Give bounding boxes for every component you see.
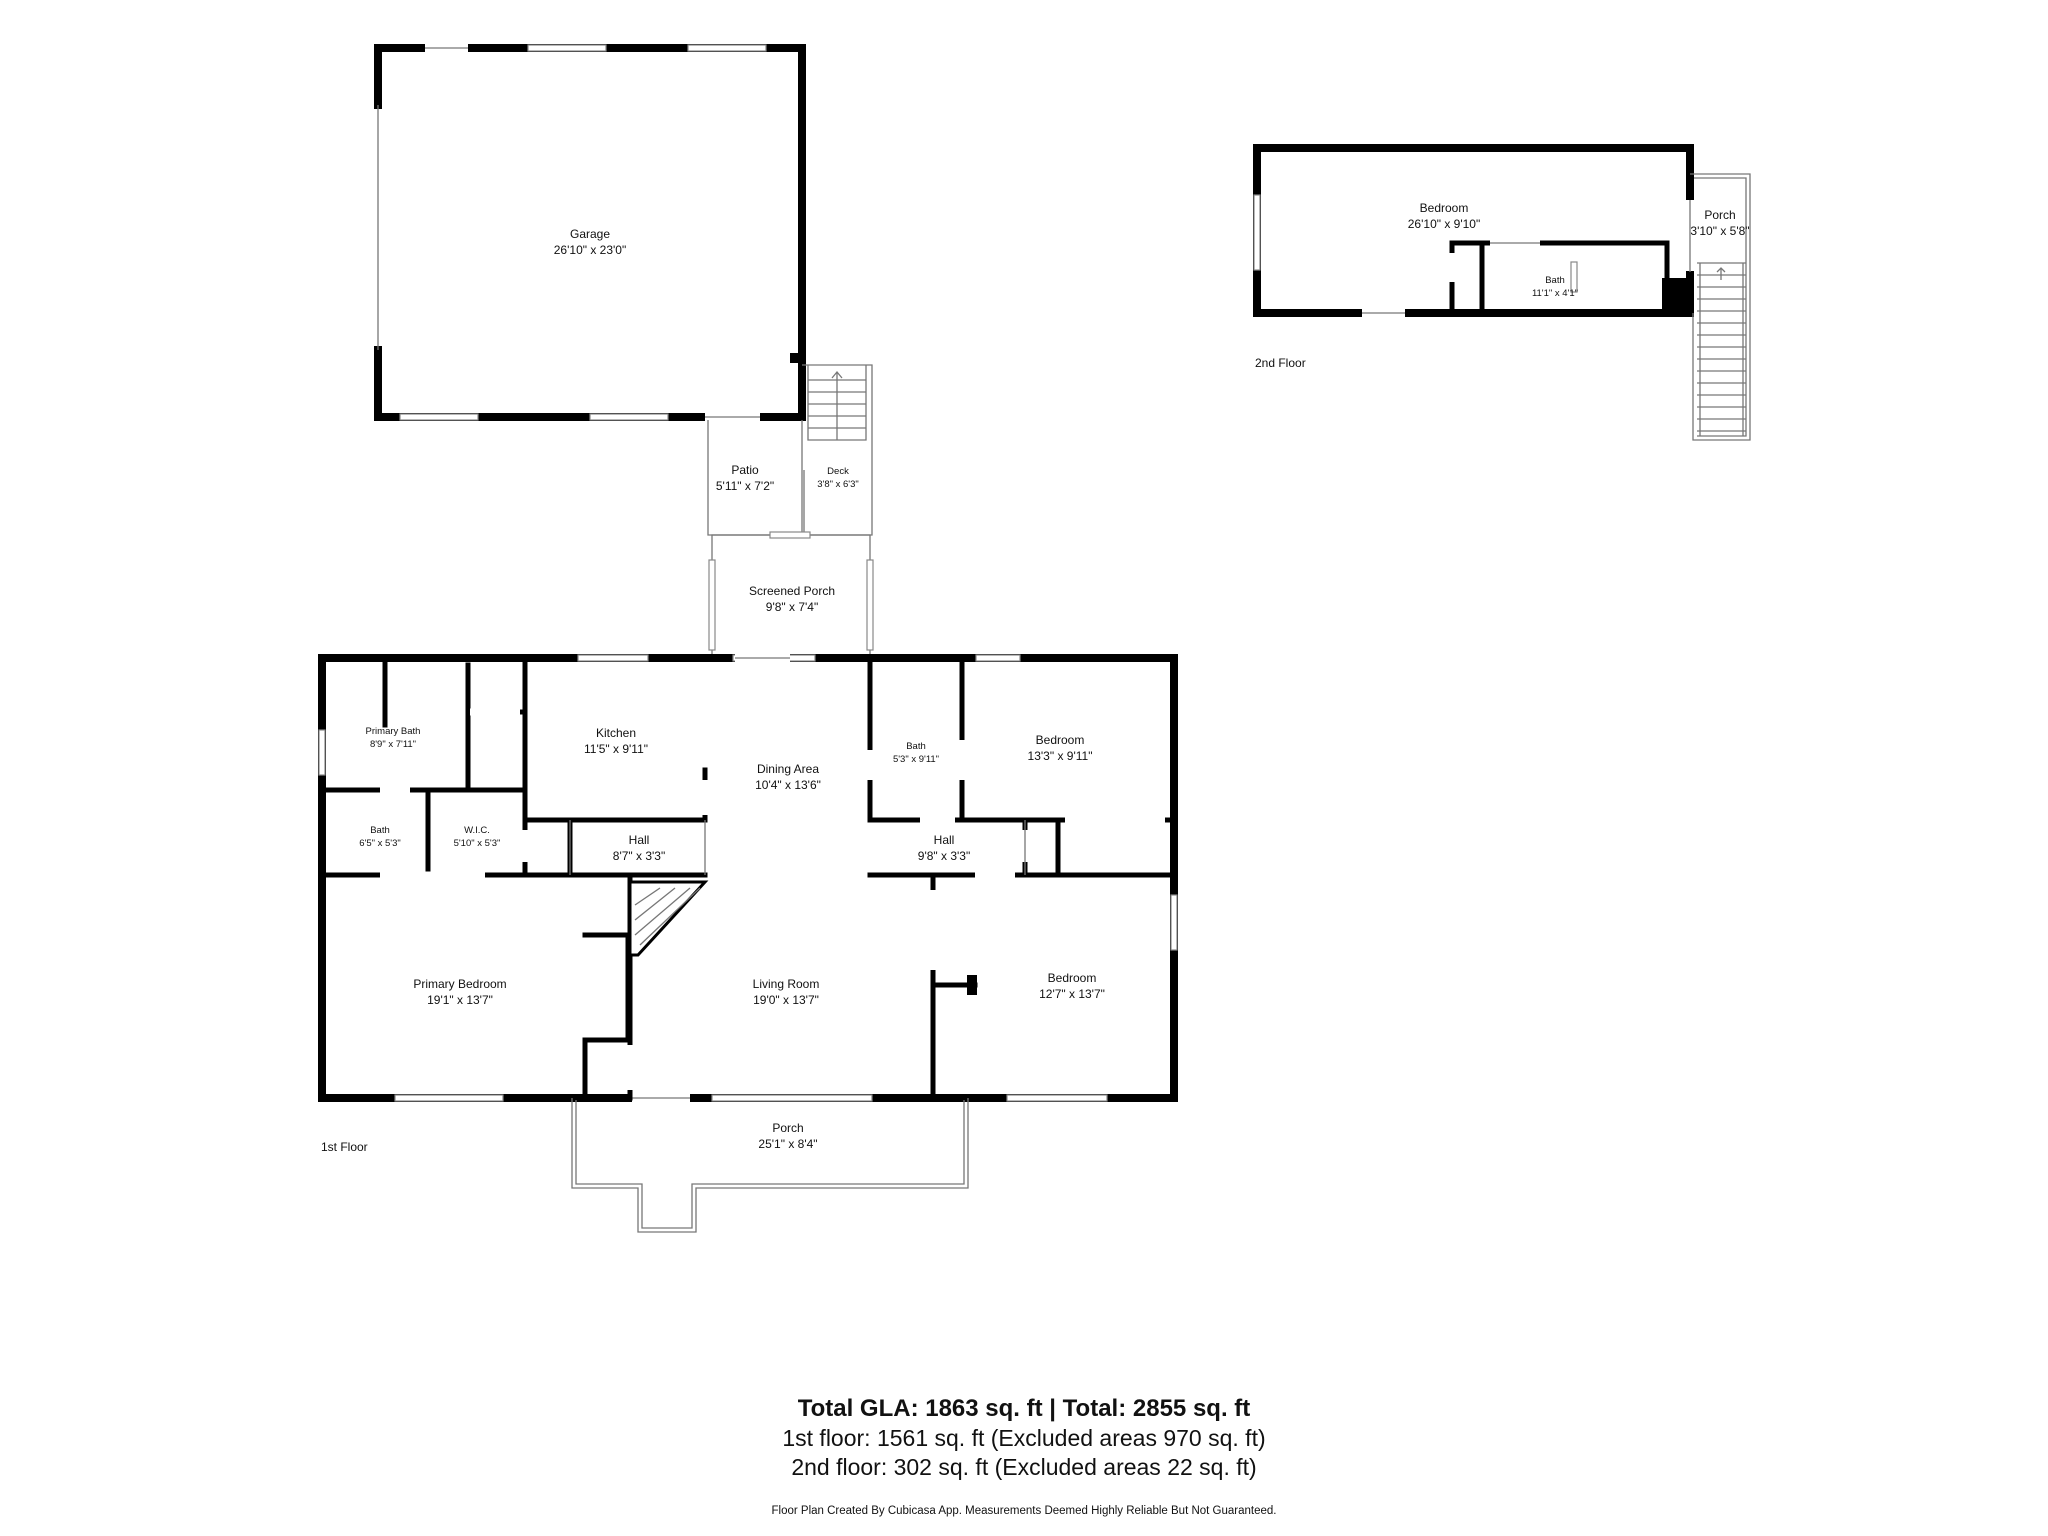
porch-up-dimensions: 3'10" x 5'8" [1690, 224, 1749, 238]
primary-bath-label: Primary Bath [366, 726, 421, 737]
bath-1-dimensions: 5'3" x 9'11" [893, 754, 939, 765]
screened-porch-dimensions: 9'8" x 7'4" [766, 600, 818, 614]
bedroom-2-label: Bedroom [1048, 971, 1097, 985]
first-floor-area: 1st floor: 1561 sq. ft (Excluded areas 9… [782, 1425, 1266, 1451]
kitchen-dimensions: 11'5" x 9'11" [584, 742, 648, 756]
fireplace [628, 880, 709, 957]
bath-up-label: Bath [1545, 275, 1565, 286]
second-floor-walls [1253, 144, 1694, 318]
garage-walls [374, 43, 806, 422]
bath-2-label: Bath [370, 825, 390, 836]
second-floor-porch-stairs [1690, 173, 1751, 441]
garage-dimensions: 26'10" x 23'0" [554, 243, 627, 257]
bath-2-dimensions: 6'5" x 5'3" [359, 838, 401, 849]
garage-label: Garage [570, 227, 610, 241]
living-room-dimensions: 19'0" x 13'7" [753, 993, 819, 1007]
porch-1-label: Porch [772, 1121, 803, 1135]
porch-up-label: Porch [1704, 208, 1735, 222]
patio-dimensions: 5'11" x 7'2" [716, 479, 774, 493]
hall-1-dimensions: 8'7" x 3'3" [613, 849, 665, 863]
primary-bath-dimensions: 8'9" x 7'11" [370, 739, 416, 750]
deck-label: Deck [827, 466, 849, 477]
front-porch-outline [571, 1098, 969, 1233]
wic-dimensions: 5'10" x 5'3" [454, 838, 501, 849]
first-floor-label: 1st Floor [321, 1140, 368, 1154]
kitchen-label: Kitchen [596, 726, 636, 740]
primary-bedroom-dimensions: 19'1" x 13'7" [427, 993, 493, 1007]
hall-1-label: Hall [629, 833, 650, 847]
dining-area-dimensions: 10'4" x 13'6" [755, 778, 821, 792]
deck-dimensions: 3'8" x 6'3" [817, 479, 859, 490]
main-house-walls [318, 653, 1178, 1103]
hall-2-label: Hall [934, 833, 955, 847]
bath-1-label: Bath [906, 741, 926, 752]
total-area-summary: Total GLA: 1863 sq. ft | Total: 2855 sq.… [797, 1395, 1251, 1422]
second-floor-label: 2nd Floor [1255, 356, 1306, 370]
bedroom-up-label: Bedroom [1420, 201, 1469, 215]
bath-up-dimensions: 11'1" x 4'1" [1532, 288, 1578, 299]
porch-1-dimensions: 25'1" x 8'4" [758, 1137, 817, 1151]
bedroom-up-dimensions: 26'10" x 9'10" [1408, 217, 1481, 231]
patio-label: Patio [731, 463, 759, 477]
dining-area-label: Dining Area [757, 762, 819, 776]
patio-deck-outline [707, 364, 873, 536]
bedroom-2-dimensions: 12'7" x 13'7" [1039, 987, 1105, 1001]
disclaimer: Floor Plan Created By Cubicasa App. Meas… [771, 1505, 1277, 1517]
bedroom-1-dimensions: 13'3" x 9'11" [1028, 749, 1093, 763]
living-room-label: Living Room [753, 977, 820, 991]
second-floor-area: 2nd floor: 302 sq. ft (Excluded areas 22… [791, 1454, 1257, 1480]
bedroom-1-label: Bedroom [1036, 733, 1085, 747]
screened-porch-label: Screened Porch [749, 584, 835, 598]
primary-bedroom-label: Primary Bedroom [413, 977, 506, 991]
hall-2-dimensions: 9'8" x 3'3" [918, 849, 970, 863]
wic-label: W.I.C. [464, 825, 490, 836]
